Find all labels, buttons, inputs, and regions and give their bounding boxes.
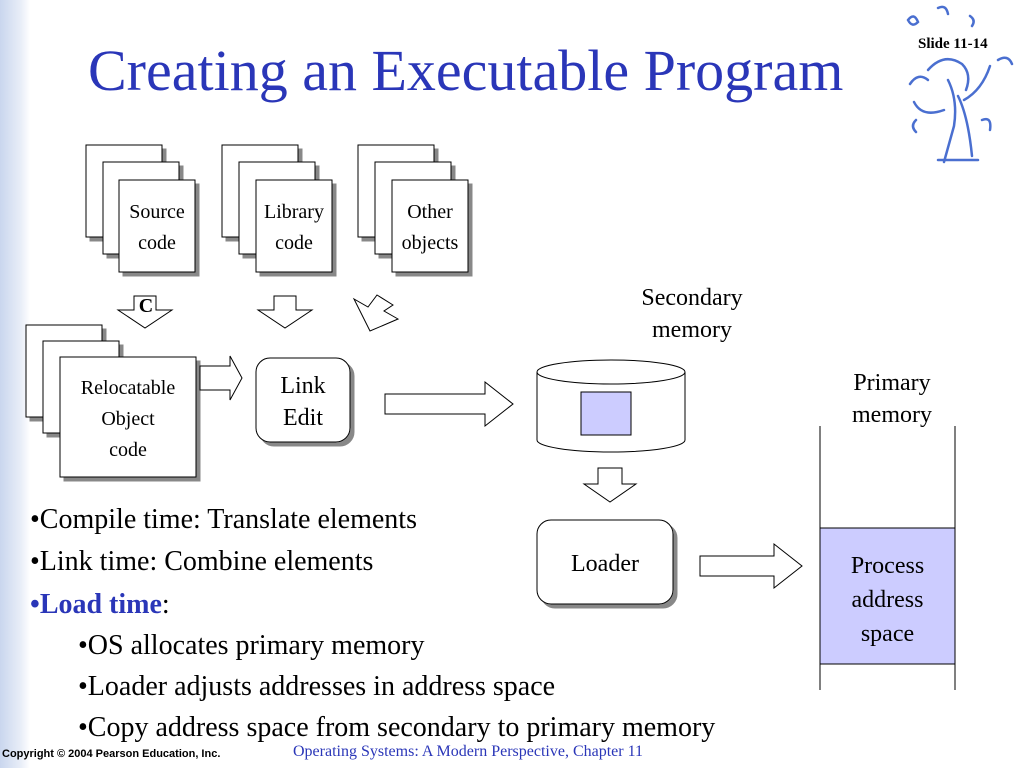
other-objects-label: Other objects: [392, 197, 468, 259]
library-label-line2: code: [275, 232, 313, 254]
slide-title: Creating an Executable Program: [88, 38, 844, 103]
primary-label-line2: memory: [852, 402, 932, 428]
secondary-memory-drum: [536, 359, 686, 453]
library-code-stack: [221, 144, 333, 273]
objects-arrow: [352, 294, 400, 332]
source-code-label: Source code: [119, 197, 195, 259]
other-objects-stack: [357, 144, 469, 273]
process-address-space-label: Process address space: [820, 549, 955, 651]
source-code-stack: [85, 144, 196, 273]
process-label-line2: address: [851, 587, 924, 613]
reloc-label-line1: Relocatable: [80, 377, 176, 399]
relocatable-object-label: Relocatable Object code: [60, 373, 196, 466]
slide-number: Slide 11-14: [918, 36, 988, 52]
process-label-line1: Process: [850, 553, 925, 579]
link-label-line1: Link: [280, 373, 326, 399]
process-label-line3: space: [860, 621, 915, 647]
loader-label: Loader: [571, 551, 639, 577]
bullet-os-allocates: •OS allocates primary memory: [78, 630, 425, 661]
source-label-line1: Source: [129, 201, 185, 223]
loader-to-memory-arrow: [699, 542, 803, 590]
bullet-load-time: •Load time:: [30, 591, 170, 619]
reloc-label-line3: code: [109, 439, 147, 461]
library-arrow: [256, 295, 314, 329]
link-edit-label: Link Edit: [256, 370, 350, 434]
loader-box: [536, 519, 674, 605]
relocatable-object-stack: [25, 324, 197, 478]
bullet-compile-time: •Compile time: Translate elements: [30, 504, 417, 535]
secondary-label-line2: memory: [652, 317, 732, 343]
compile-arrow: [116, 295, 174, 329]
link-edit-box: [255, 357, 351, 443]
secondary-memory-label: Secondary memory: [612, 282, 772, 346]
link-label-line2: Edit: [283, 405, 323, 431]
reloc-to-link-arrow: [199, 355, 243, 401]
bullet-copy-address-space: •Copy address space from secondary to pr…: [78, 712, 716, 743]
side-band: [0, 0, 30, 768]
bullet-load-time-colon: :: [161, 589, 170, 620]
compiler-label: C: [138, 295, 154, 317]
primary-label-line1: Primary: [853, 370, 931, 396]
bullet-load-time-dot: •: [30, 589, 40, 620]
source-label-line2: code: [138, 232, 176, 254]
bullet-loader-adjusts: •Loader adjusts addresses in address spa…: [78, 671, 556, 702]
bullet-link-time: •Link time: Combine elements: [30, 546, 374, 577]
primary-memory-label: Primary memory: [818, 367, 966, 431]
process-address-space-block: [819, 527, 956, 665]
disk-to-loader-arrow: [582, 467, 638, 503]
footer-copyright: Copyright © 2004 Pearson Education, Inc.: [2, 748, 221, 760]
footer-course-title: Operating Systems: A Modern Perspective,…: [293, 743, 644, 760]
secondary-label-line1: Secondary: [641, 285, 743, 311]
reloc-label-line2: Object: [101, 408, 155, 430]
link-to-disk-arrow: [384, 380, 514, 428]
bullet-load-time-label: Load time: [39, 589, 162, 620]
other-label-line1: Other: [407, 201, 453, 223]
library-label-line1: Library: [264, 201, 324, 223]
library-code-label: Library code: [256, 197, 332, 259]
other-label-line2: objects: [401, 232, 459, 254]
music-figure-icon: [906, 5, 1014, 164]
